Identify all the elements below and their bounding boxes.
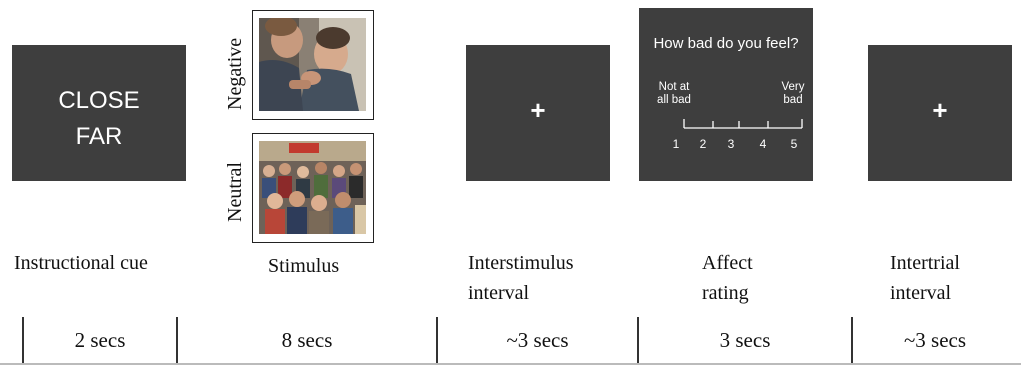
- label-affect-line1: Affect: [702, 252, 753, 274]
- anchor-not-at-all-bad: Not at all bad: [651, 81, 697, 107]
- duration-iti: ~3 secs: [903, 328, 967, 352]
- label-isi-line1: Interstimulus: [468, 252, 574, 274]
- duration-cue: 2 secs: [74, 328, 126, 352]
- anchor-very-bad: Very bad: [773, 81, 813, 107]
- anchor-left-line1: Not at: [658, 81, 690, 93]
- intertrial-panel: +: [868, 45, 1012, 181]
- timeline-baseline: [0, 363, 1021, 365]
- rating-scale-line: [683, 119, 803, 129]
- cue-word-far: FAR: [75, 123, 123, 150]
- fixation-cross: +: [932, 95, 948, 125]
- label-instructional-cue: Instructional cue: [14, 252, 148, 274]
- anchor-right-line1: Very: [781, 81, 805, 93]
- scale-point-3: 3: [727, 137, 735, 151]
- fixation-cross: +: [530, 95, 546, 125]
- scale-point-1: 1: [672, 137, 680, 151]
- timeline-tick: [851, 317, 853, 365]
- neutral-image-frame: [252, 133, 374, 243]
- negative-stimulus-image: [259, 18, 366, 111]
- timeline-tick: [22, 317, 24, 365]
- timeline-tick: [176, 317, 178, 365]
- label-affect-rating: Affect rating: [702, 248, 753, 308]
- label-iti-line2: interval: [890, 282, 952, 304]
- neutral-label: Neutral: [224, 162, 246, 222]
- label-interstimulus-interval: Interstimulus interval: [468, 248, 574, 308]
- duration-affect-rating: 3 secs: [719, 328, 771, 352]
- duration-isi: ~3 secs: [506, 328, 569, 352]
- interstimulus-panel: +: [466, 45, 610, 181]
- anchor-left-line2: all bad: [657, 94, 691, 106]
- instructional-cue-panel: CLOSE FAR: [12, 45, 186, 181]
- negative-label: Negative: [224, 37, 246, 110]
- label-isi-line2: interval: [468, 282, 530, 304]
- cue-word-close: CLOSE: [58, 87, 140, 114]
- scale-point-5: 5: [790, 137, 798, 151]
- timeline-tick: [637, 317, 639, 365]
- scale-point-2: 2: [699, 137, 707, 151]
- negative-image-frame: [252, 10, 374, 120]
- rating-question: How bad do you feel?: [653, 35, 799, 52]
- label-iti-line1: Intertrial: [890, 252, 960, 274]
- label-affect-line2: rating: [702, 282, 749, 304]
- timeline-tick: [436, 317, 438, 365]
- neutral-stimulus-image: [259, 141, 366, 234]
- anchor-right-line2: bad: [783, 94, 803, 106]
- label-intertrial-interval: Intertrial interval: [890, 248, 960, 308]
- duration-stimulus: 8 secs: [281, 328, 333, 352]
- label-stimulus: Stimulus: [268, 255, 340, 277]
- scale-point-4: 4: [759, 137, 767, 151]
- affect-rating-panel: How bad do you feel? Not at all bad Very…: [639, 8, 813, 181]
